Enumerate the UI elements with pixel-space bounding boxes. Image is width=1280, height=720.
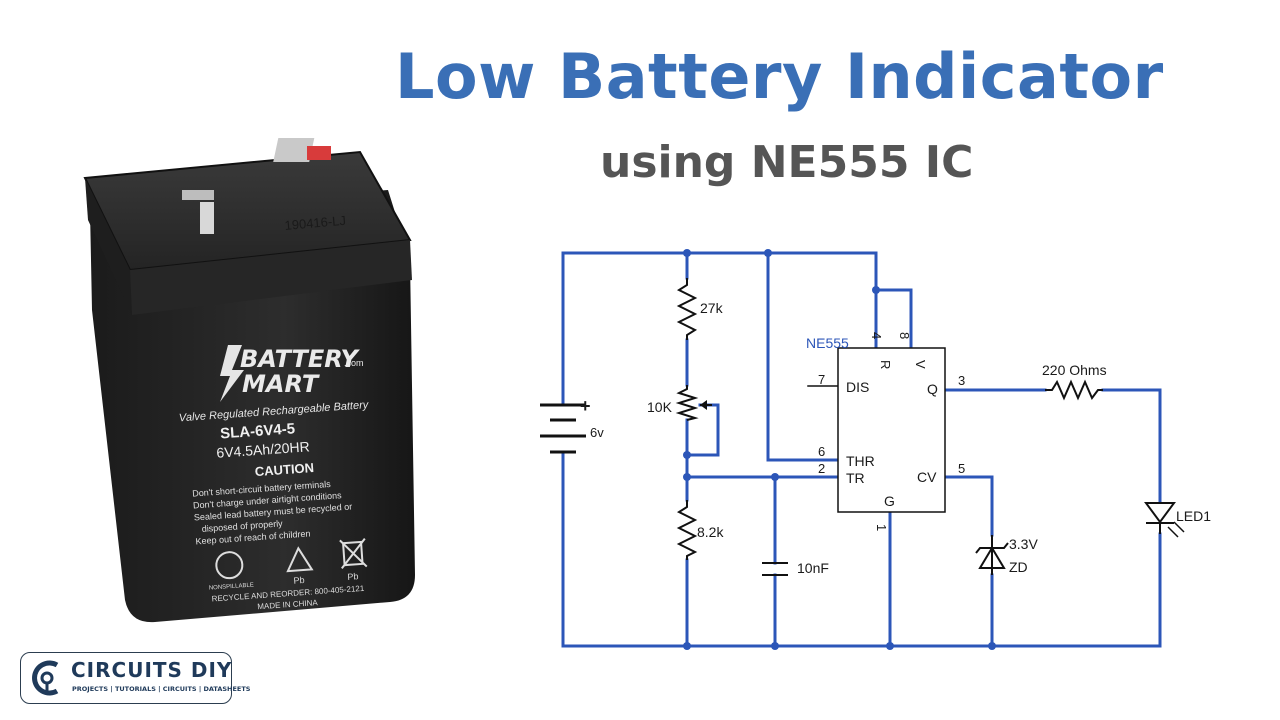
cap-value: 10nF — [797, 560, 829, 576]
battery-plus: + — [580, 396, 591, 416]
bin-crossed-icon — [342, 540, 364, 567]
r2-value: 8.2k — [697, 524, 724, 540]
brand-logo: BATTERY MART .com — [220, 345, 364, 402]
pin-label-g: G — [884, 493, 895, 509]
battery-symbol: + 6v — [540, 396, 604, 454]
led-ref: LED1 — [1176, 508, 1211, 524]
recycle-icon — [286, 546, 314, 573]
pot-value: 10K — [647, 399, 673, 415]
page-subtitle: using NE555 IC — [600, 137, 974, 188]
rating: 6V4.5Ah/20HR — [216, 438, 310, 460]
junction-dots — [683, 249, 996, 650]
lid-code: 190416-LJ — [284, 213, 347, 233]
zener-value: 3.3V — [1009, 536, 1038, 552]
logo-brand: CIRCUITS DIY — [71, 658, 233, 682]
r-led-value: 220 Ohms — [1042, 362, 1107, 378]
pin-label-thr: THR — [846, 453, 875, 469]
resistor-r2: 8.2k — [676, 500, 724, 560]
brand-line2: MART — [242, 370, 320, 398]
brand-line1: BATTERY — [240, 345, 361, 373]
pin-num-vcc: 8 — [897, 332, 912, 339]
recycle-label: Pb — [293, 575, 305, 586]
logo-tagline: PROJECTS | TUTORIALS | CIRCUITS | DATASH… — [72, 685, 251, 693]
ic-name: NE555 — [806, 335, 849, 351]
logo-mark-icon — [32, 660, 59, 696]
pin-label-r: R — [878, 360, 893, 369]
pin-num-g: 1 — [874, 524, 889, 531]
led: LED1 — [1144, 502, 1211, 538]
recycle-label: NONSPILLABLE — [209, 583, 254, 592]
resistor-led: 220 Ohms — [1042, 362, 1107, 401]
potentiometer: 10K — [647, 385, 712, 421]
model: SLA-6V4-5 — [220, 420, 296, 442]
pin-num-tr: 2 — [818, 461, 825, 476]
caution-title: CAUTION — [254, 460, 314, 479]
page-title: Low Battery Indicator — [395, 40, 1164, 113]
battery-voltage: 6v — [590, 425, 604, 440]
pin-num-cv: 5 — [958, 461, 965, 476]
pin-num-thr: 6 — [818, 444, 825, 459]
brand-domain: .com — [344, 358, 364, 368]
circuits-diy-logo: CIRCUITS DIY PROJECTS | TUTORIALS | CIRC… — [20, 652, 250, 704]
made-in: MADE IN CHINA — [257, 598, 319, 611]
pin-label-cv: CV — [917, 469, 937, 485]
resistor-r1: 27k — [676, 278, 724, 340]
pin-num-dis: 7 — [818, 372, 825, 387]
pin-num-q: 3 — [958, 373, 965, 388]
pin-label-v: V — [913, 360, 928, 369]
ne555-ic: NE555 DIS THR TR Q CV G R V 4 8 7 3 6 2 … — [806, 332, 965, 531]
recycle-label: Pb — [347, 571, 359, 582]
r1-value: 27k — [700, 300, 724, 316]
zener-ref: ZD — [1009, 559, 1028, 575]
pin-num-reset: 4 — [869, 332, 884, 339]
battery-photo: 190416-LJ BATTERY MART .com Valve Regula… — [83, 138, 415, 623]
pin-label-tr: TR — [846, 470, 865, 486]
recycle-icon — [215, 551, 244, 580]
zener-diode: 3.3V ZD — [975, 535, 1038, 575]
pin-label-q: Q — [927, 381, 938, 397]
pin-label-dis: DIS — [846, 379, 869, 395]
capacitor: 10nF — [762, 560, 829, 576]
